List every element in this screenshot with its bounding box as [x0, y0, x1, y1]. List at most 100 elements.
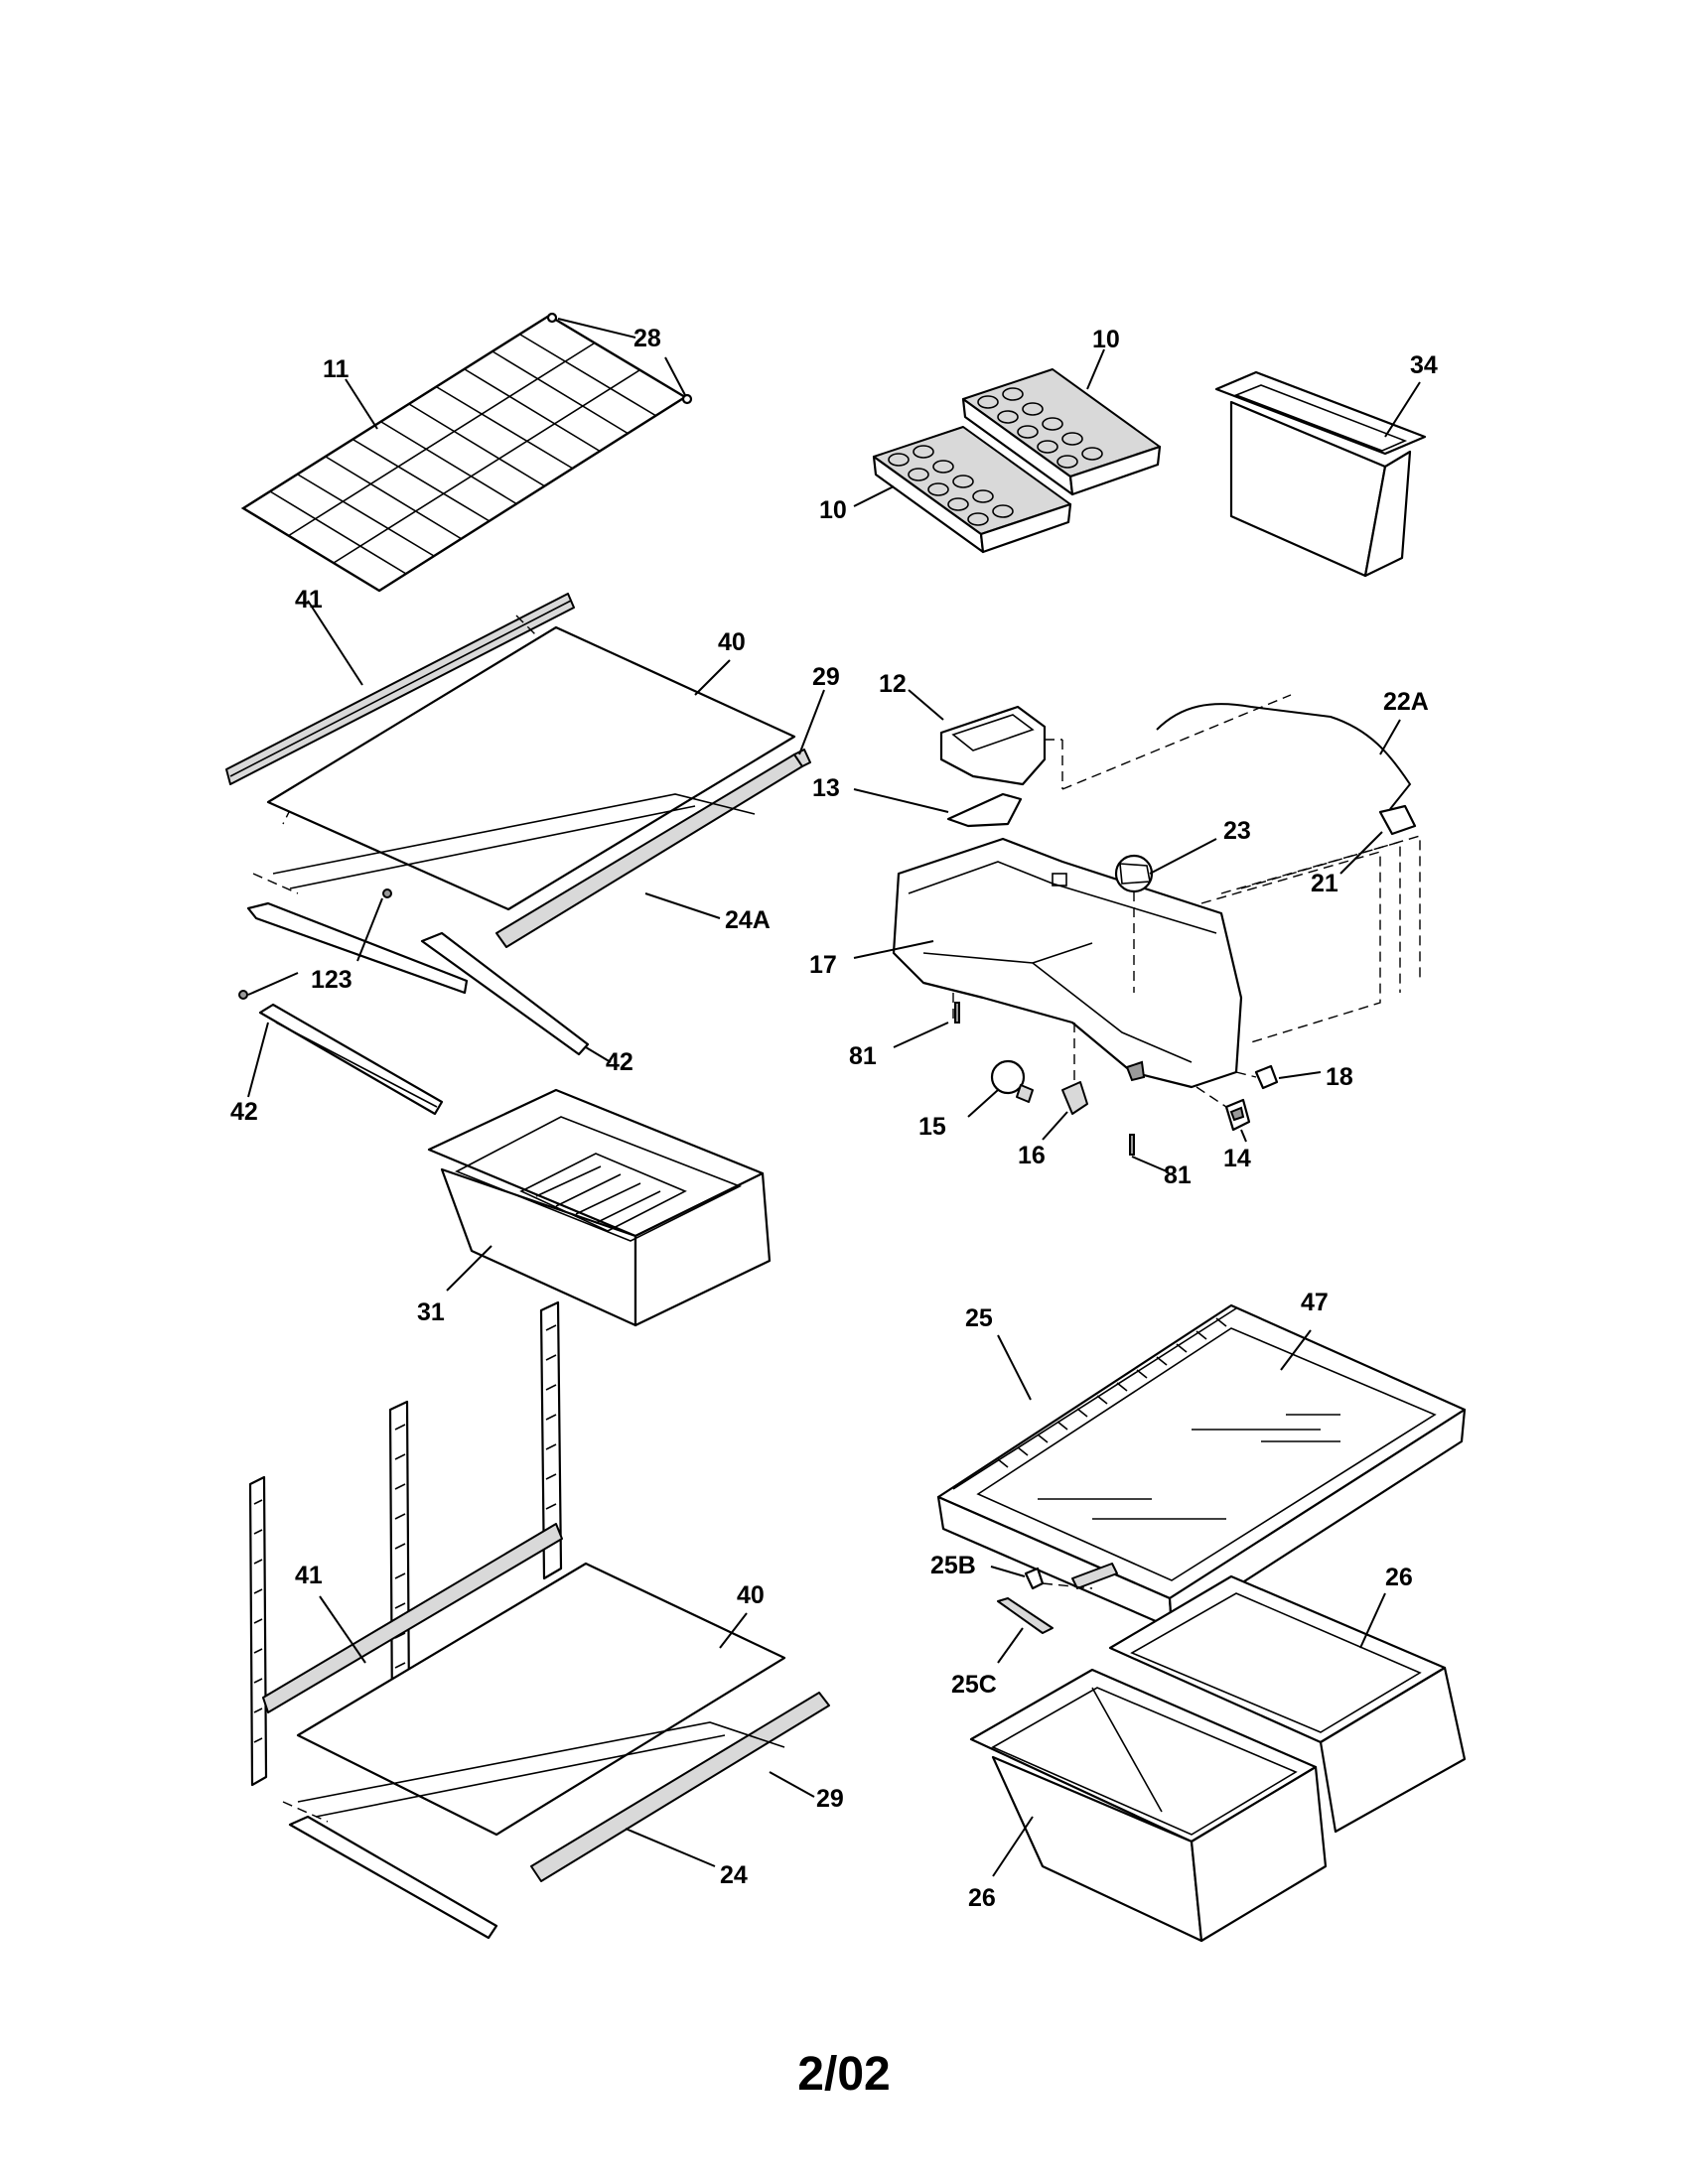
- ice-tray-part: [872, 426, 1072, 554]
- callout-10: 10: [819, 496, 847, 524]
- ice-tray-part: [961, 368, 1162, 496]
- callout-81: 81: [849, 1042, 877, 1070]
- callout-16: 16: [1018, 1142, 1046, 1169]
- ice-bucket-part: [939, 705, 1047, 786]
- leader-25c: [997, 1627, 1024, 1664]
- callout-10: 10: [1092, 326, 1120, 353]
- callout-41: 41: [295, 586, 323, 614]
- leader-26b: [992, 1816, 1034, 1877]
- light-socket-part: [1061, 1081, 1088, 1115]
- leader-25: [997, 1334, 1032, 1401]
- leader-10a: [1086, 348, 1105, 390]
- leader-13: [853, 788, 949, 813]
- leader-81a: [893, 1022, 949, 1048]
- shelf-frame-part: [282, 1721, 785, 1940]
- leader-123b: [247, 972, 299, 996]
- shelf-trim-front-part: [225, 593, 575, 785]
- light-bulb-part: [990, 1059, 1034, 1103]
- callout-14: 14: [1223, 1145, 1251, 1172]
- callout-29: 29: [816, 1785, 844, 1813]
- leader-24a: [644, 892, 721, 919]
- callout-13: 13: [812, 774, 840, 802]
- leader-81b: [1131, 1156, 1168, 1172]
- callout-28: 28: [633, 325, 661, 352]
- leader-29b: [769, 1771, 815, 1798]
- thermostat-part: [1114, 854, 1154, 893]
- crisper-cover-frame-part: [936, 1303, 1467, 1630]
- callout-18: 18: [1326, 1063, 1353, 1091]
- leader-17: [853, 940, 934, 959]
- leader-34: [1384, 381, 1421, 438]
- wiring-harness-part: [1156, 703, 1417, 836]
- callout-40: 40: [718, 628, 746, 656]
- callout-23: 23: [1223, 817, 1251, 845]
- callout-26: 26: [968, 1884, 996, 1912]
- leader-11: [345, 378, 378, 430]
- leader-23: [1149, 838, 1217, 875]
- deli-drawer-part: [427, 1088, 772, 1327]
- leader-12: [908, 689, 944, 721]
- shelf-frame-part: [246, 793, 756, 1056]
- callout-22a: 22A: [1383, 688, 1429, 716]
- glass-shelf-part: [266, 625, 796, 911]
- leader-18: [1278, 1071, 1322, 1079]
- leader-28b: [664, 356, 686, 396]
- leader-42a: [585, 1046, 612, 1063]
- callout-17: 17: [809, 951, 837, 979]
- leader-10b: [853, 485, 895, 507]
- callout-123: 123: [311, 966, 352, 994]
- cover-clip-part: [997, 1597, 1054, 1634]
- leader-41a: [307, 600, 363, 686]
- deflector-part: [946, 792, 1023, 828]
- leader-26a: [1359, 1592, 1386, 1649]
- leader-42b: [247, 1022, 269, 1098]
- callout-81: 81: [1164, 1161, 1192, 1189]
- callout-25b: 25B: [930, 1552, 976, 1579]
- callout-40: 40: [737, 1581, 765, 1609]
- crisper-drawer-rear-part: [1108, 1574, 1467, 1834]
- leader-25b: [990, 1566, 1026, 1577]
- callout-25: 25: [965, 1304, 993, 1332]
- callout-15: 15: [918, 1113, 946, 1141]
- callout-47: 47: [1301, 1289, 1329, 1316]
- switch-button-part: [1254, 1064, 1279, 1090]
- callout-42: 42: [230, 1098, 258, 1126]
- leader-28: [557, 318, 636, 339]
- leader-15: [967, 1089, 999, 1118]
- leader-22a: [1379, 719, 1401, 755]
- leader-24: [625, 1828, 716, 1867]
- callout-24a: 24A: [725, 906, 771, 934]
- leader-16: [1042, 1111, 1068, 1141]
- shelf-bracket-part: [258, 1003, 444, 1116]
- callout-24: 24: [720, 1861, 748, 1889]
- callout-25c: 25C: [951, 1671, 997, 1699]
- leader-14: [1240, 1129, 1247, 1143]
- shelf-trim-front-part: [262, 1523, 563, 1713]
- leader-40a: [694, 659, 731, 696]
- callout-42: 42: [606, 1048, 633, 1076]
- leader-123a: [356, 897, 383, 962]
- callout-12: 12: [879, 670, 907, 698]
- screw-part: [954, 1002, 1135, 1156]
- glass-shelf-part: [296, 1562, 786, 1837]
- leader-41b: [319, 1595, 366, 1664]
- callout-labels: 28 11 10 10 34 41 40 29 24A 123 42 42 31…: [230, 325, 1438, 1912]
- callout-26: 26: [1385, 1564, 1413, 1591]
- page-code: 2/02: [797, 2048, 890, 2101]
- leader-47: [1280, 1329, 1312, 1371]
- leader-29a: [798, 689, 825, 755]
- shelf-trim-rear-part: [530, 1692, 830, 1882]
- leader-31: [446, 1245, 492, 1292]
- light-housing-part: [892, 837, 1243, 1089]
- callout-41: 41: [295, 1562, 323, 1589]
- wire-shelf-part: [240, 312, 693, 593]
- callout-29: 29: [812, 663, 840, 691]
- light-switch-part: [1224, 1098, 1251, 1132]
- leader-40b: [719, 1612, 748, 1649]
- crisper-drawer-front-part: [969, 1668, 1328, 1943]
- callout-11: 11: [323, 355, 350, 383]
- callout-34: 34: [1410, 351, 1438, 379]
- callout-21: 21: [1311, 870, 1338, 897]
